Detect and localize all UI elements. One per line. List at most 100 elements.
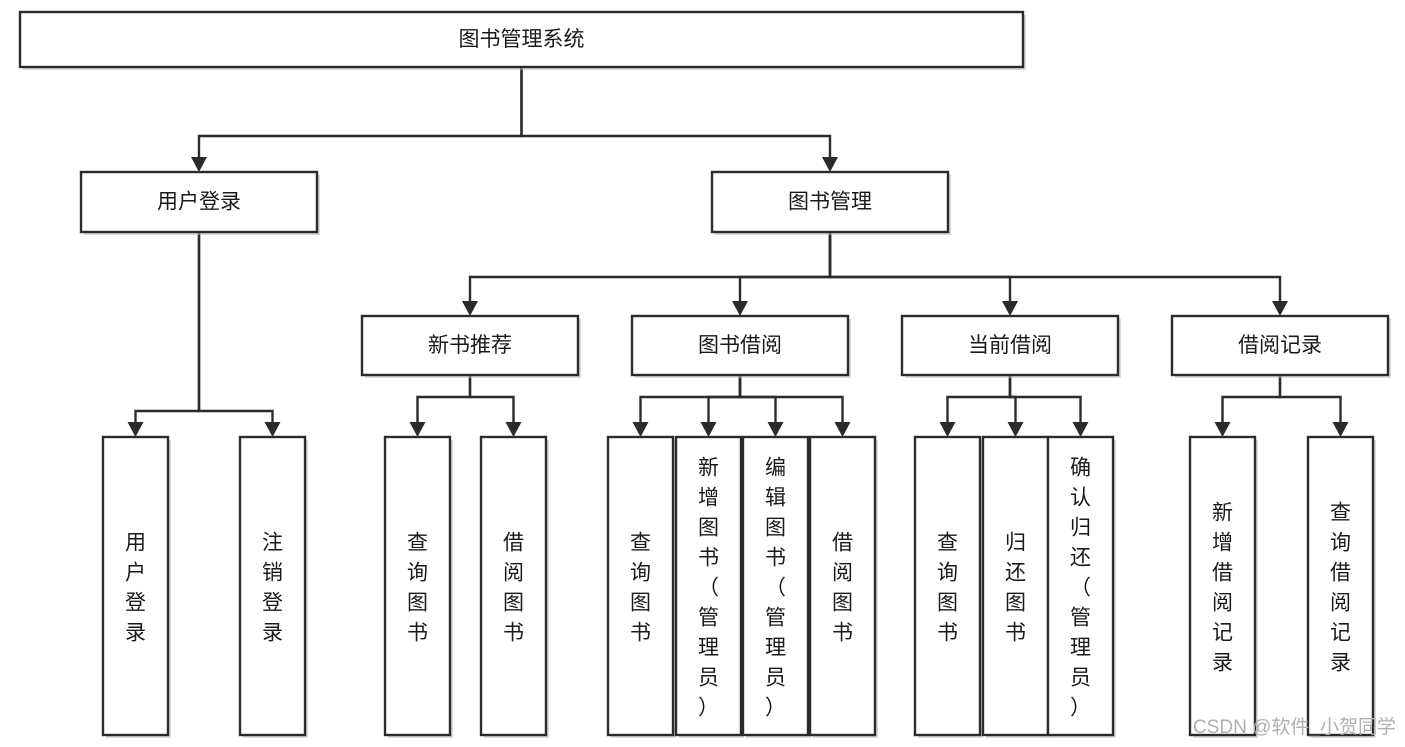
node-leaf-borrow-lend[interactable]: 借阅图书 [808,435,878,738]
connector-line [828,232,1012,303]
node-leaf-cur-confirm[interactable]: 确认归还（管理员） [1046,435,1116,738]
connector-line [1008,375,1082,424]
connector-book-borrow-to-leaf-borrow-query [632,375,742,437]
node-rect [360,314,580,377]
connector-line [828,232,1282,303]
connector-line [738,375,844,424]
arrow-head-icon [409,422,426,437]
node-rect [630,314,850,377]
node-root[interactable]: 图书管理系统 [18,10,1026,70]
node-label: 注销登录 [262,531,283,644]
arrow-head-icon [264,422,281,437]
connector-line [1278,375,1342,424]
arrow-head-icon [632,422,649,437]
connector-user-login-to-leaf-user-login [127,232,201,437]
connector-current-borrow-to-leaf-cur-confirm [1008,375,1089,437]
connector-root-to-user-login [191,67,523,172]
connector-line [197,67,523,159]
node-rect [741,435,810,737]
connector-line [197,232,274,424]
node-rect [808,435,877,737]
connector-line [707,375,742,424]
connector-line [134,232,201,424]
connector-line [1221,375,1282,424]
node-label: 借阅图书 [832,531,853,644]
connector-book-manage-to-new-book-rec [462,232,832,316]
node-rect [383,435,452,737]
connector-new-book-rec-to-leaf-rec-query [409,375,472,437]
connector-book-manage-to-current-borrow [828,232,1018,316]
node-rect [674,435,743,737]
node-leaf-rec-query-record[interactable]: 查询借阅记录 [1306,435,1376,738]
node-layer: 图书管理系统用户登录图书管理新书推荐图书借阅当前借阅借阅记录用户登录注销登录查询… [18,10,1391,738]
node-rect [1170,314,1390,377]
arrow-head-icon [767,422,784,437]
node-rect [900,314,1120,377]
connector-line [639,375,742,424]
node-leaf-cur-return[interactable]: 归还图书 [981,435,1051,738]
arrow-head-icon [1002,301,1018,316]
arrow-head-icon [1214,422,1231,437]
arrow-head-icon [1272,301,1288,316]
node-rect [913,435,982,737]
connector-root-to-book-manage [520,67,838,172]
node-book-borrow[interactable]: 图书借阅 [630,314,851,378]
node-label: 图书借阅 [698,334,782,357]
node-label: 图书管理 [788,191,872,214]
connector-borrow-record-to-leaf-rec-add [1214,375,1282,437]
node-rect [1188,435,1257,737]
node-leaf-user-login[interactable]: 用户登录 [101,435,171,738]
connector-book-borrow-to-leaf-borrow-lend [738,375,851,437]
connector-line [468,232,832,303]
node-rect [710,170,950,234]
arrow-head-icon [1332,422,1349,437]
node-label: 用户登录 [125,531,146,644]
arrow-head-icon [127,422,144,437]
node-rect [18,10,1025,69]
node-leaf-rec-borrow[interactable]: 借阅图书 [479,435,549,738]
node-label: 新书推荐 [428,334,512,357]
connector-line [416,375,472,424]
connector-line [738,375,777,424]
node-label: 查询图书 [937,531,958,644]
node-leaf-cur-query[interactable]: 查询图书 [913,435,983,738]
arrow-head-icon [939,422,956,437]
node-rect [101,435,170,737]
node-current-borrow[interactable]: 当前借阅 [900,314,1121,378]
connector-new-book-rec-to-leaf-rec-borrow [468,375,522,437]
node-rect [479,435,548,737]
node-leaf-rec-add[interactable]: 新增借阅记录 [1188,435,1258,738]
node-leaf-rec-query[interactable]: 查询图书 [383,435,453,738]
node-label: 归还图书 [1005,531,1026,644]
node-label: 查询图书 [630,531,651,644]
node-book-manage[interactable]: 图书管理 [710,170,951,235]
connector-line [738,232,832,303]
node-label: 图书管理系统 [459,28,585,51]
csdn-watermark: CSDN @软件_小贺同学 [1193,716,1396,738]
node-leaf-borrow-add[interactable]: 新增图书（管理员） [674,435,744,738]
connector-book-manage-to-book-borrow [732,232,832,316]
arrow-head-icon [700,422,717,437]
connector-book-borrow-to-leaf-borrow-add [700,375,742,437]
arrow-head-icon [1007,422,1024,437]
node-leaf-user-logout[interactable]: 注销登录 [238,435,308,738]
node-leaf-borrow-edit[interactable]: 编辑图书（管理员） [741,435,811,738]
node-label: 新增借阅记录 [1212,501,1233,674]
connector-user-login-to-leaf-user-logout [197,232,281,437]
node-rect [238,435,307,737]
node-rect [1046,435,1115,737]
node-user-login[interactable]: 用户登录 [79,170,320,235]
connector-book-manage-to-borrow-record [828,232,1288,316]
arrow-head-icon [462,301,478,316]
node-label: 查询借阅记录 [1330,501,1351,674]
arrow-head-icon [822,157,838,172]
node-label: 借阅记录 [1238,334,1322,357]
node-label: 确认归还（管理员） [1070,456,1091,719]
connector-line [520,67,832,159]
node-new-book-rec[interactable]: 新书推荐 [360,314,581,378]
arrow-head-icon [191,157,207,172]
node-leaf-borrow-query[interactable]: 查询图书 [606,435,676,738]
node-borrow-record[interactable]: 借阅记录 [1170,314,1391,378]
